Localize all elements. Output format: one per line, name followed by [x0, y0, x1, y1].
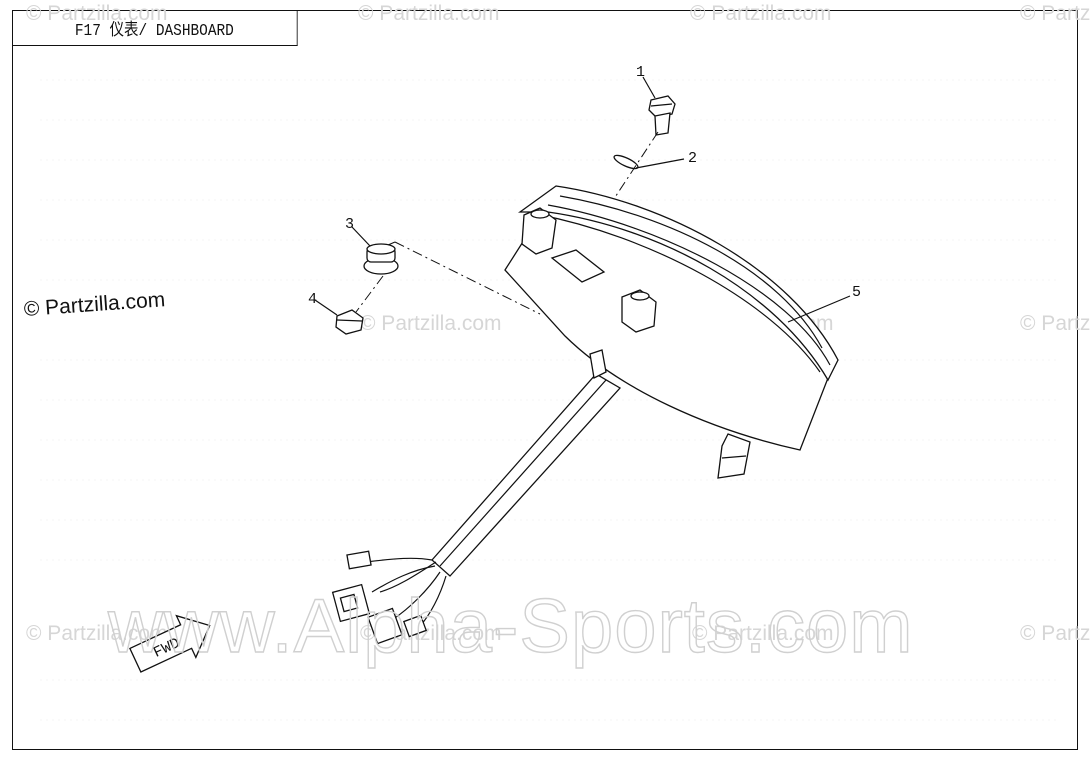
part-2-washer: 2	[613, 150, 697, 170]
part-3-grommet: 3	[345, 216, 399, 275]
watermark-text: © Partzilla.com	[26, 2, 168, 25]
callout-1: 1	[636, 64, 645, 81]
callout-5: 5	[852, 284, 861, 301]
diagram-title-text: F17 仪表/ DASHBOARD	[74, 21, 234, 41]
watermark-text: © Partzilla.com	[358, 2, 500, 25]
watermark-alpha-sports: www.Alpha-Sports.com	[107, 584, 914, 669]
watermark-text: © Partzilla.com	[360, 312, 502, 335]
part-1-bolt: 1	[636, 64, 676, 136]
watermark-text: © Partzilla.com	[1020, 2, 1090, 25]
callout-3: 3	[345, 216, 354, 233]
watermark-text: © Partzilla.com	[26, 622, 168, 645]
part-5-dashboard-gauge: 5	[331, 185, 861, 645]
callout-4: 4	[308, 291, 317, 308]
fwd-arrow: FWD	[129, 614, 211, 673]
watermark-text: © Partzilla.com	[1020, 312, 1090, 335]
diagram-title: F17 仪表/ DASHBOARD	[12, 10, 298, 46]
background-hatch	[40, 79, 1060, 721]
watermark-text: © Partzilla.com	[1020, 622, 1090, 645]
callout-2: 2	[688, 150, 697, 167]
part-4-nut: 4	[308, 291, 364, 335]
watermark-text: © Partzilla.com	[692, 622, 834, 645]
drawing-frame	[12, 10, 1078, 750]
watermark-text: © Partzilla.com	[690, 2, 832, 25]
